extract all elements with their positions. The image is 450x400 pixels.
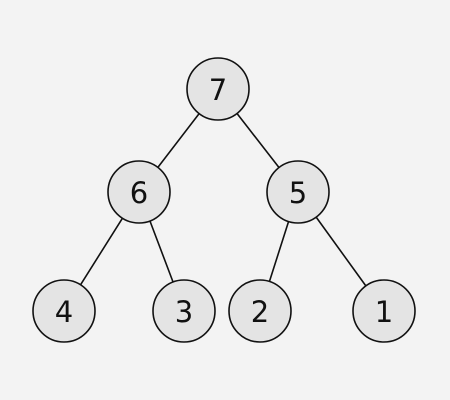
tree-edge-n6-n4: [79, 217, 124, 286]
tree-node-circle: [186, 57, 250, 121]
tree-node-circle: [32, 279, 96, 343]
tree-node-label: 2: [251, 295, 269, 329]
tree-node-circle: [152, 279, 216, 343]
tree-node-circle: [352, 279, 416, 343]
tree-node-circle: [107, 160, 171, 224]
tree-node-label: 3: [175, 295, 193, 329]
tree-node-label: 4: [55, 295, 73, 329]
tree-node-4: 4: [32, 279, 96, 343]
tree-node-circle: [266, 160, 330, 224]
tree-node-5: 5: [266, 160, 330, 224]
tree-edge-n5-n1: [315, 216, 367, 287]
tree-node-2: 2: [228, 279, 292, 343]
tree-node-label: 5: [289, 176, 307, 210]
tree-node-label: 1: [375, 295, 393, 329]
nodes-layer: 7 6 5 4 3 2 1: [32, 57, 416, 343]
tree-node-6: 6: [107, 160, 171, 224]
tree-node-3: 3: [152, 279, 216, 343]
tree-edge-n7-n6: [157, 112, 200, 169]
tree-node-label: 6: [130, 176, 148, 210]
tree-edge-n6-n3: [149, 220, 174, 283]
tree-node-circle: [228, 279, 292, 343]
edges-layer: [79, 112, 367, 287]
tree-edge-n7-n5: [236, 112, 280, 169]
tree-node-label: 7: [209, 73, 227, 107]
tree-node-1: 1: [352, 279, 416, 343]
tree-node-7: 7: [186, 57, 250, 121]
tree-edge-n5-n2: [268, 220, 290, 283]
